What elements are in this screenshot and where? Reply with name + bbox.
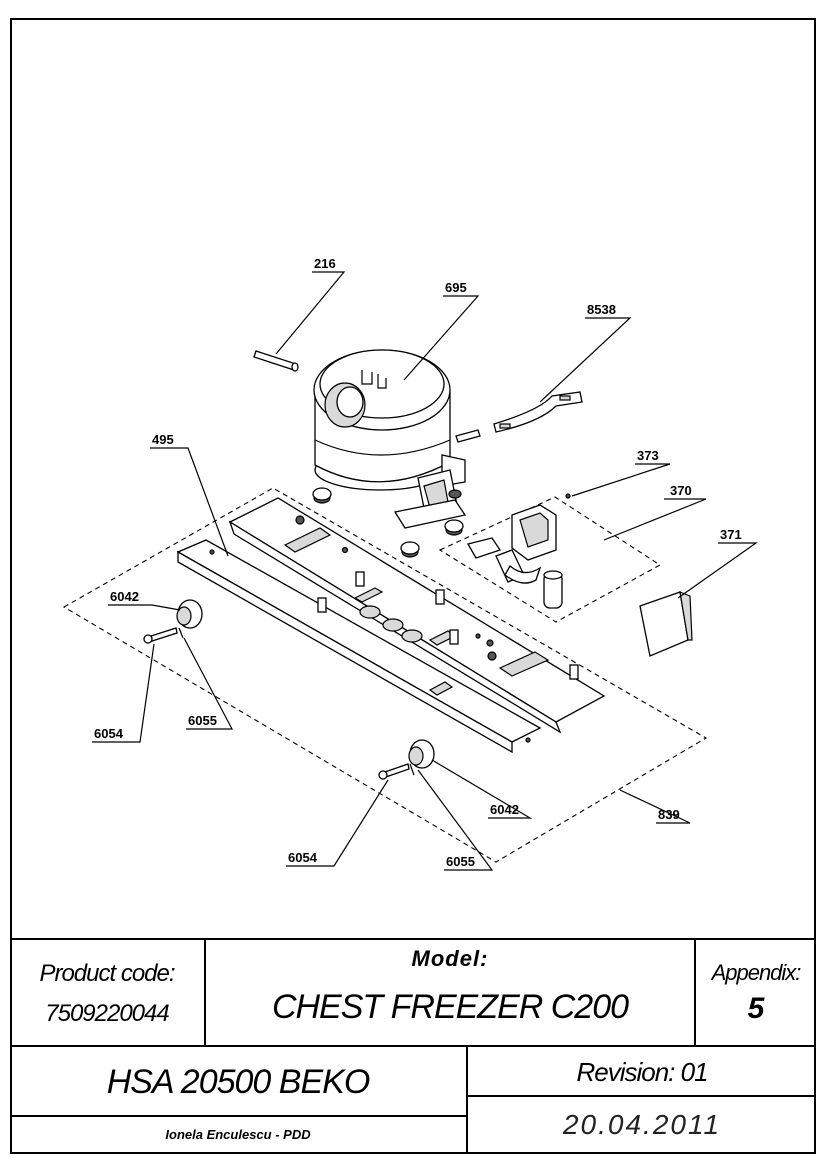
callout-373: 373 — [637, 448, 659, 463]
revision-text: Revision: 01 — [576, 1057, 708, 1087]
callout-6042-left: 6042 — [110, 589, 139, 604]
date-cell: 20.04.2011 — [468, 1097, 816, 1154]
model-cell: Model: CHEST FREEZER C200 — [206, 940, 696, 1047]
callout-216: 216 — [314, 256, 336, 271]
callout-371: 371 — [720, 527, 742, 542]
exploded-parts-diagram: 216 695 8538 495 373 370 371 6042 6054 6… — [62, 256, 758, 871]
drawing-frame — [10, 18, 816, 1154]
grommet-left — [143, 599, 203, 644]
callout-6054-left: 6054 — [94, 726, 124, 741]
part-8538-strip — [493, 391, 583, 433]
name-cell: HSA 20500 BEKO — [10, 1047, 468, 1117]
callout-839: 839 — [658, 807, 680, 822]
part-370-relay-group — [467, 504, 563, 609]
date-text: 20.04.2011 — [562, 1109, 722, 1140]
callout-8538: 8538 — [587, 302, 616, 317]
appendix-cell: Appendix: 5 — [696, 940, 816, 1047]
product-code-value: 7509220044 — [45, 1000, 169, 1027]
callout-695: 695 — [445, 280, 467, 295]
leader-lines — [92, 271, 758, 871]
product-name: HSA 20500 BEKO — [106, 1063, 371, 1101]
author-text: Ionela Enculescu - PDD — [165, 1127, 311, 1142]
callout-labels: 216 695 8538 495 373 370 371 6042 6054 6… — [94, 256, 742, 869]
callout-495: 495 — [152, 432, 174, 447]
revision-cell: Revision: 01 — [468, 1047, 816, 1097]
callout-6042-right: 6042 — [490, 802, 519, 817]
part-373-screw — [565, 493, 571, 499]
product-code-label: Product code: — [39, 960, 175, 987]
product-code-cell: Product code: 7509220044 — [10, 940, 206, 1047]
appendix-label: Appendix: — [711, 960, 802, 985]
model-value: CHEST FREEZER C200 — [271, 988, 629, 1026]
callout-370: 370 — [670, 483, 692, 498]
callout-6055-left: 6055 — [188, 713, 217, 728]
base-plate — [176, 497, 606, 754]
model-label: Model: — [411, 946, 489, 971]
part-216-tube — [253, 350, 299, 372]
author-cell: Ionela Enculescu - PDD — [10, 1117, 468, 1154]
boundary-839 — [62, 487, 708, 863]
grommet-right — [378, 739, 435, 780]
part-371-cover — [639, 591, 693, 657]
callout-6054-right: 6054 — [288, 850, 318, 865]
compressor — [312, 349, 481, 558]
title-block: Product code: 7509220044 Model: CHEST FR… — [10, 938, 816, 1156]
appendix-value: 5 — [747, 992, 765, 1025]
callout-6055-right: 6055 — [446, 854, 475, 869]
